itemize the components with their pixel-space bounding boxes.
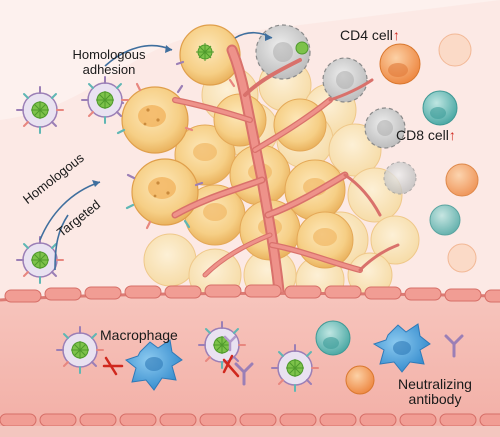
cd8-cell-vessel [315, 320, 351, 356]
dying-tumor-cell-2 [322, 57, 368, 103]
antibody-1 [234, 362, 254, 386]
antibody-3 [223, 335, 237, 352]
cd4-increase-arrow: ↑ [392, 27, 400, 43]
cd8-cell [422, 90, 458, 126]
nanoparticle-adhered [81, 76, 129, 124]
tumor-cell-front-bottom [131, 158, 199, 226]
cd8-cell-right-1 [429, 204, 461, 236]
nanoparticle-macrophage-2 [198, 321, 246, 369]
nanoparticle-macrophage-1 [56, 326, 104, 374]
dying-tumor-cell-3 [364, 107, 406, 149]
cd4-label: CD4 cell↑ [340, 28, 400, 43]
cd4-label-text: CD4 cell [340, 27, 393, 43]
cd4-cell-faint [438, 33, 472, 67]
flow-arrows [39, 31, 273, 271]
dying-tumor-cell-4 [383, 161, 417, 195]
neutralizing-line2: antibody [408, 391, 462, 407]
cd4-cell-right-2 [447, 243, 477, 273]
neutralizing-line1: Neutralizing [398, 376, 472, 392]
homologous-adhesion-label: Homologous adhesion [54, 47, 164, 77]
cd4-cell-right-1 [445, 163, 479, 197]
cd8-increase-arrow: ↑ [448, 127, 456, 143]
tumor-cell-front-top [121, 86, 189, 154]
tumor-blood-vessels [171, 44, 400, 306]
inhibition-mark-1 [102, 356, 124, 376]
inhibition-mark-2 [222, 354, 240, 378]
cd4-cell-vessel [345, 365, 375, 395]
cd4-cell [379, 43, 421, 85]
nanoparticle-antibody [271, 344, 319, 392]
antibody-2 [444, 334, 464, 358]
macrophage-label: Macrophage [100, 327, 178, 343]
cd8-label: CD8 cell↑ [396, 128, 456, 143]
tumor-cell-top-adhered [179, 24, 241, 86]
cd8-label-text: CD8 cell [396, 127, 449, 143]
homologous-adhesion-line2: adhesion [82, 62, 136, 77]
nanoparticle-targeted [16, 86, 64, 134]
macrophage-2 [372, 323, 431, 373]
arrow-heads [92, 33, 272, 187]
neutralizing-antibody-label: Neutralizing antibody [380, 377, 490, 407]
macrophage-1 [124, 339, 183, 391]
homologous-adhesion-line1: Homologous [72, 47, 146, 62]
